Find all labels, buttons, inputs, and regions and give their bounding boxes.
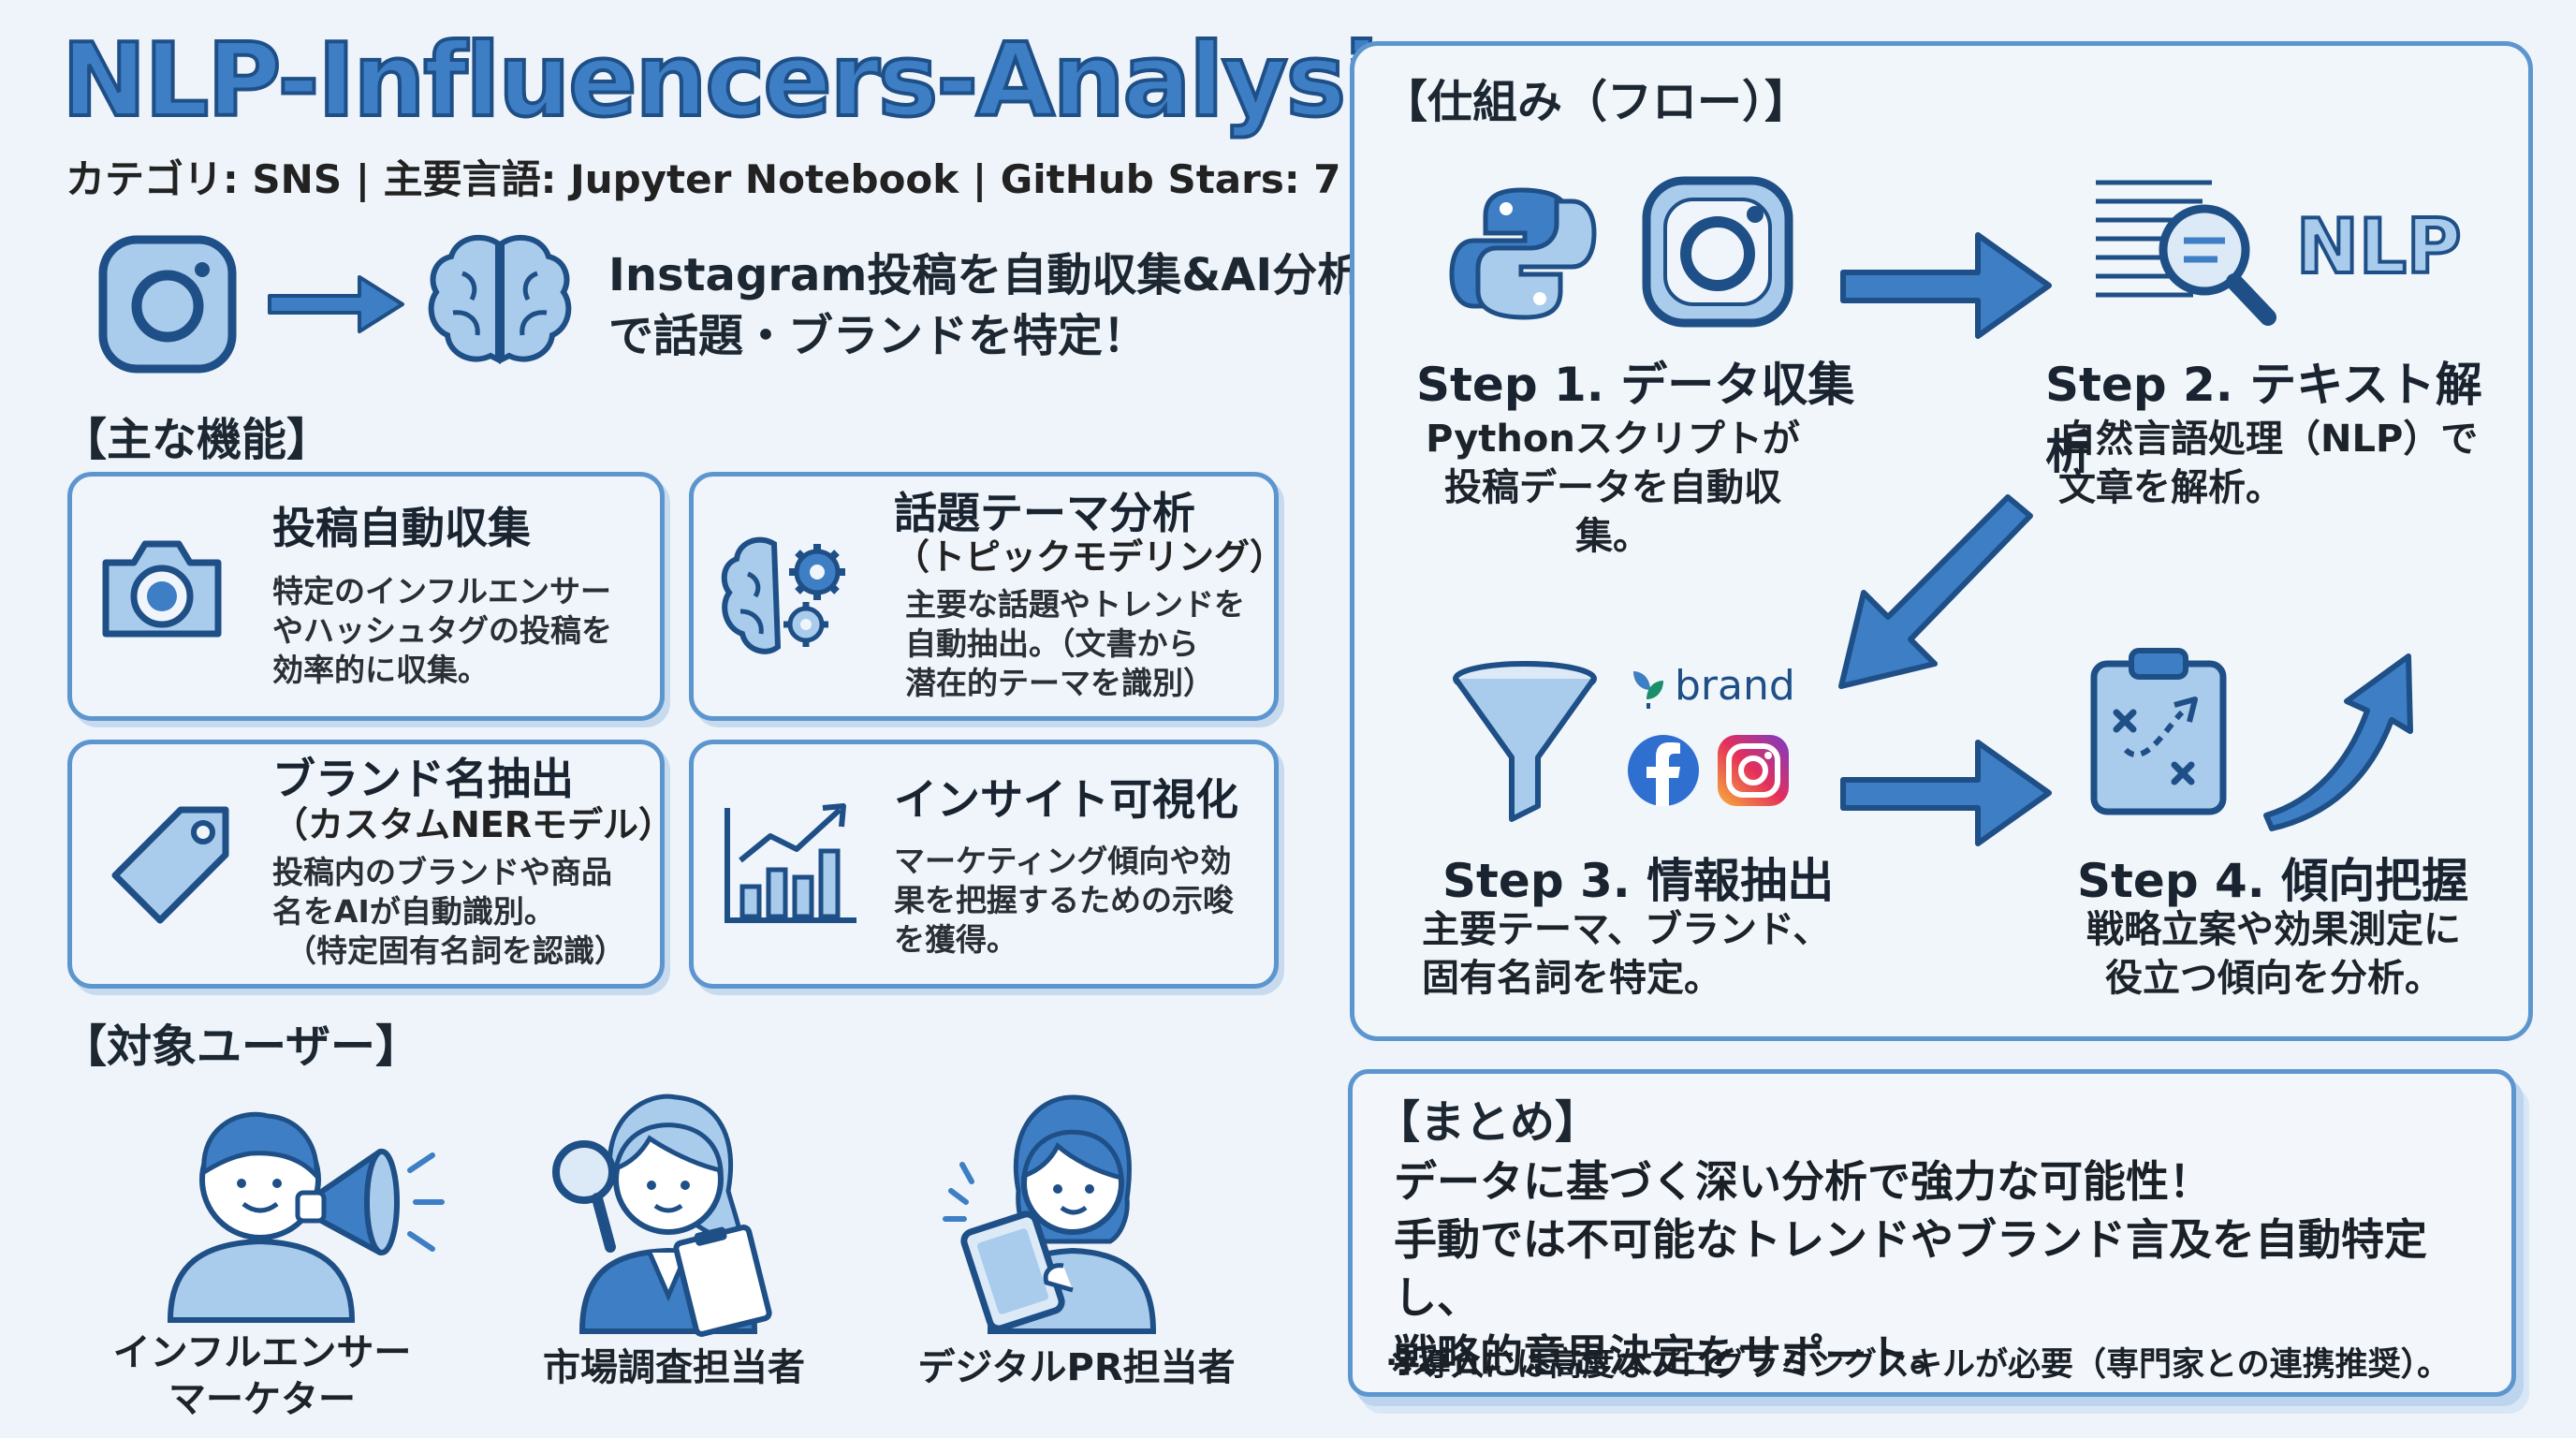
bar-chart-icon [724,803,856,923]
funnel-icon [1453,661,1597,822]
instagram-icon [1642,176,1793,328]
tagline-line-2: で話題・ブランドを特定！ [608,309,1149,362]
step-text-line: 文章を解析。 [2058,466,2283,509]
flow-heading: 【仕組み（フロー）】 [1383,76,1810,128]
feature-text-line: マーケティング傾向や効 [894,843,1232,879]
document-search-icon [2096,180,2276,326]
tag-icon [111,806,229,924]
summary-heading: 【まとめ】 [1375,1096,1601,1149]
brand-label: brand [1675,662,1795,710]
user-label-line: デジタルPR担当者 [917,1346,1236,1389]
step-4-title: Step 4. 傾向把握 [2077,854,2469,908]
step-3-text: 主要テーマ、ブランド、 固有名詞を特定。 [1422,905,1830,1003]
step-text-line: 戦略立案や効果測定に [2086,908,2461,951]
feature-description: マーケティング傾向や効 果を把握するための示唆 を獲得。 [894,842,1234,961]
feature-text-line: 特定のインフルエンサー [272,573,612,609]
camera-icon [102,540,222,638]
feature-text-line: 効率的に収集。 [272,652,489,689]
pr-staff-with-tablet-icon [943,1094,1157,1334]
trend-up-arrow-icon [2263,653,2413,831]
feature-text-line: 潜在的テーマを識別） [905,665,1214,702]
researcher-with-magnifier-icon [552,1093,772,1337]
step-2-title: Step 2. テキスト解析 [2045,358,2482,479]
summary-line: データに基づく深い分析で強力な可能性！ [1394,1156,2212,1207]
user-label-line: インフルエンサー [112,1331,412,1374]
feature-subtitle: （トピックモデリング） [894,536,1286,578]
summary-text: データに基づく深い分析で強力な可能性！ 手動では不可能なトレンドやブランド言及を… [1394,1152,2511,1385]
user-label-influencer-marketer: インフルエンサー マーケター [94,1329,431,1423]
feature-subtitle: （カスタムNERモデル） [272,804,675,845]
marketer-with-megaphone-icon [167,1111,445,1323]
feature-card-insight-visualization: インサイト可視化 マーケティング傾向や効 果を把握するための示唆 を獲得。 [689,740,1279,989]
feature-text-line: やハッシュタグの投稿を [272,612,612,650]
arrow-right-icon [1840,740,2052,846]
step-1-title: Step 1. データ収集 [1416,358,1855,412]
arrow-right-icon [1840,232,2052,339]
step-text-line: 固有名詞を特定。 [1422,957,1721,1000]
instagram-icon [98,235,237,374]
tagline: Instagram投稿を自動収集&AI分析 で話題・ブランドを特定！ [608,245,1362,367]
summary-line: 手動では不可能なトレンドやブランド言及を自動特定し、 [1394,1214,2427,1324]
step-text-line: 自然言語処理（NLP）で [2058,418,2479,461]
feature-card-brand-extraction: ブランド名抽出 （カスタムNERモデル） 投稿内のブランドや商品 名をAIが自動… [67,740,675,989]
feature-description: 投稿内のブランドや商品 名をAIが自動識別。 （特定固有名詞を認識） [272,853,625,972]
user-label-line: 市場調査担当者 [543,1346,805,1389]
feature-description: 主要な話題やトレンドを 自動抽出。（文書から 潜在的テーマを識別） [905,585,1245,704]
summary-note: ※導入には高度なプログラミングスキルが必要（専門家との連携推奨）。 [1386,1346,2451,1384]
facebook-icon [1628,735,1699,806]
users-heading: 【対象ユーザー】 [62,1020,421,1073]
summary-panel: 【まとめ】 データに基づく深い分析で強力な可能性！ 手動では不可能なトレンドやブ… [1348,1069,2516,1397]
brain-icon [428,234,572,364]
feature-title: ブランド名抽出 [272,754,574,804]
nlp-label: NLP [2294,201,2464,292]
instagram-color-icon [1718,735,1789,806]
flow-panel: 【仕組み（フロー）】 Step 1. データ収集 Pythonスクリプトが 投稿… [1350,41,2533,1041]
user-label-digital-pr: デジタルPR担当者 [899,1344,1254,1391]
step-text-line: Pythonスクリプトが [1426,418,1800,461]
strategy-clipboard-icon [2090,648,2227,815]
feature-text-line: 果を把握するための示唆 [894,882,1234,919]
feature-text-line: 主要な話題やトレンドを [905,586,1245,623]
feature-text-line: 自動抽出。（文書から [905,625,1199,663]
tagline-line-1: Instagram投稿を自動収集&AI分析 [608,249,1363,301]
step-text-line: 役立つ傾向を分析。 [2105,957,2442,1000]
step-text-line: 主要テーマ、ブランド、 [1422,908,1831,951]
step-2-text: 自然言語処理（NLP）で 文章を解析。 [2058,415,2478,512]
brain-gear-icon [721,536,845,654]
feature-title: 話題テーマ分析 [894,488,1195,538]
summary-line: 戦略的意思決定をサポート。 [1394,1330,1954,1382]
step-4-text: 戦略立案や効果測定に 役立つ傾向を分析。 [2058,905,2489,1003]
features-heading: 【主な機能】 [62,414,332,466]
arrow-down-left-icon [1838,494,2033,689]
feature-text-line: を獲得。 [894,921,1017,959]
repo-meta: カテゴリ: SNS | 主要言語: Jupyter Notebook | Git… [66,156,1341,202]
brand-logo-icon [1633,671,1663,709]
step-3-title: Step 3. 情報抽出 [1442,854,1835,908]
page-title: NLP-Influencers-Analysis [60,22,1439,139]
feature-text-line: 名をAIが自動識別。 [272,893,555,931]
feature-title: インサイト可視化 [894,774,1238,825]
feature-card-topic-analysis: 話題テーマ分析 （トピックモデリング） 主要な話題やトレンドを 自動抽出。（文書… [689,472,1286,721]
step-1-text: Pythonスクリプトが 投稿データを自動収集。 [1416,415,1809,561]
step-text-line: 投稿データを自動収集。 [1444,466,1781,558]
user-label-market-researcher: 市場調査担当者 [524,1344,824,1391]
user-label-line: マーケター [168,1378,356,1421]
feature-text-line: （特定固有名詞を認識） [285,932,625,970]
feature-card-auto-collect: 投稿自動収集 特定のインフルエンサー やハッシュタグの投稿を 効率的に収集。 [67,472,665,721]
arrow-right-icon [268,275,404,333]
python-icon [1449,187,1597,320]
feature-description: 特定のインフルエンサー やハッシュタグの投稿を 効率的に収集。 [272,572,612,691]
feature-text-line: 投稿内のブランドや商品 [272,854,612,890]
feature-title: 投稿自動収集 [272,503,531,553]
